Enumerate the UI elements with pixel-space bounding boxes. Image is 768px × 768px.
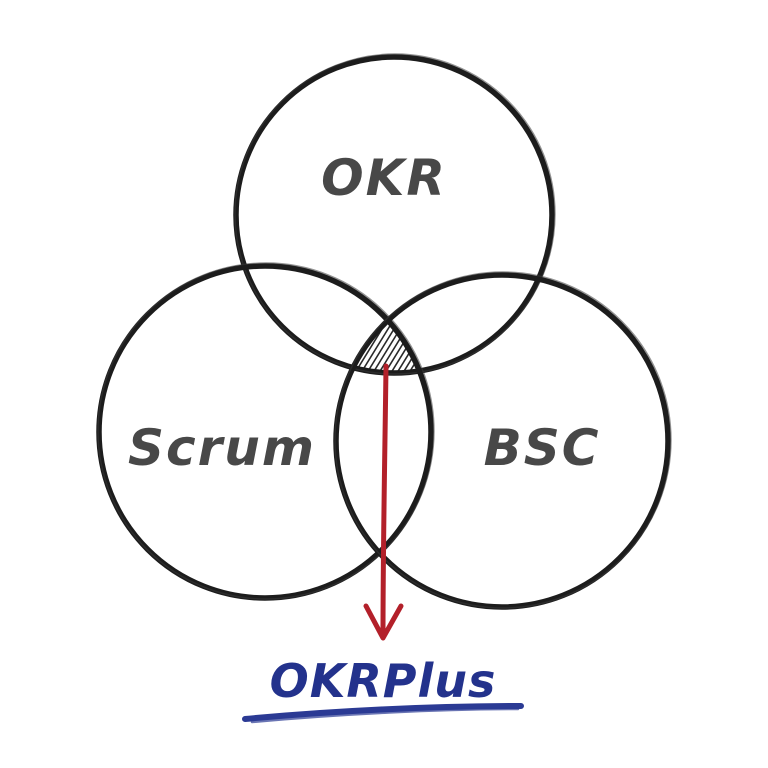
hatch-line: [158, 290, 238, 420]
hatch-line: [367, 289, 431, 373]
hatch-line: [236, 290, 316, 420]
hatch-line: [336, 289, 407, 373]
circle-bsc: [333, 271, 672, 610]
hatch-line: [194, 290, 274, 420]
circle-scrum: [96, 262, 435, 601]
hatch-line: [355, 289, 431, 373]
label-bsc: BSC: [484, 419, 601, 477]
label-okr: OKR: [321, 149, 447, 207]
hatch-line: [440, 290, 520, 420]
hatch-line: [379, 289, 431, 373]
hatch-line: [242, 290, 322, 420]
hatch-line: [336, 289, 347, 373]
label-scrum: Scrum: [128, 419, 316, 477]
hatch-line: [434, 290, 514, 420]
hatch-line: [336, 289, 377, 373]
hatch-line: [336, 289, 341, 373]
hatch-line: [206, 290, 286, 420]
hatch-line: [170, 290, 250, 420]
hatch-line: [446, 290, 526, 420]
hatch-line: [182, 290, 262, 420]
hatch-line: [218, 290, 298, 420]
hatch-line: [212, 290, 292, 420]
circle-okr: [233, 53, 556, 376]
result-underline: [242, 703, 524, 724]
hatch-line: [152, 290, 232, 420]
hatch-line: [188, 290, 268, 420]
result-arrow: [363, 363, 404, 641]
hatch-line: [146, 290, 226, 420]
hatch-line: [409, 289, 431, 373]
hatch-line: [176, 290, 256, 420]
hatch-line: [164, 290, 244, 420]
label-result: OKRPlus: [270, 654, 497, 708]
